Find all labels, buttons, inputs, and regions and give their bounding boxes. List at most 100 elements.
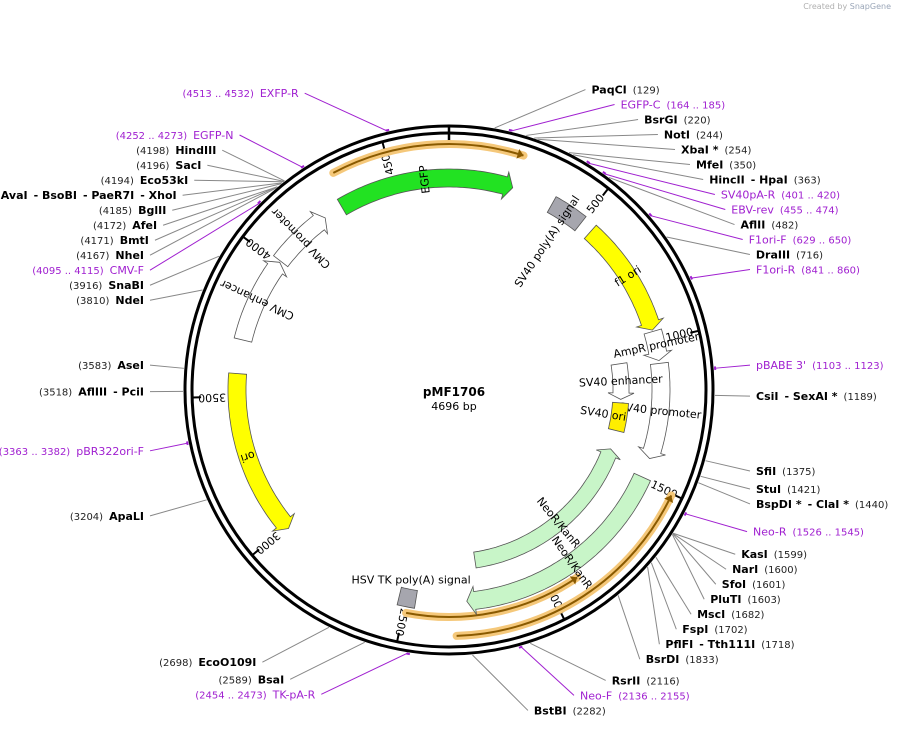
enzyme-name: - ClaI * — [808, 498, 850, 511]
enzyme-connector — [647, 566, 660, 645]
site-coordinate: (3583) — [78, 361, 111, 372]
plasmid-name: pMF1706 — [423, 385, 485, 399]
enzyme-label: (4196)SacI — [136, 159, 201, 172]
primer-label: (2454 .. 2473) TK-pA-R — [195, 688, 315, 701]
primer-mark — [406, 652, 410, 656]
site-coordinate: (2698) — [159, 658, 192, 669]
site-coordinate: (4185) — [99, 206, 132, 217]
primer-name: F1ori-R — [756, 264, 796, 277]
primer-name: TK-pA-R — [272, 688, 316, 701]
enzyme-connector — [149, 499, 207, 517]
enzyme-name: SfoI — [722, 578, 746, 591]
enzyme-label: StuI(1421) — [756, 483, 820, 496]
feature-sv40-enhancer: SV40 enhancer — [579, 362, 664, 400]
primer-connector — [684, 513, 748, 533]
feature-egfp: EGFP — [336, 164, 514, 216]
feature-shape — [466, 472, 652, 616]
tick-mark — [396, 632, 400, 641]
enzyme-name: NarI — [732, 563, 758, 576]
primer-mark — [602, 170, 607, 175]
site-coordinate: (4196) — [136, 161, 169, 172]
enzyme-name: RsrII — [612, 674, 641, 687]
feature-shape — [642, 328, 673, 362]
feature-shape — [637, 361, 671, 459]
enzyme-connector — [569, 152, 691, 166]
primer-connector — [520, 645, 575, 696]
enzyme-name: - XhoI — [140, 189, 176, 202]
feature-hsv-tk-poly-a-signal: HSV TK poly(A) signal — [352, 573, 471, 609]
enzyme-label: (4172)AfeI — [93, 219, 157, 232]
feature-shape — [473, 448, 621, 569]
site-coordinate: (2136 .. 2155) — [618, 691, 690, 702]
feature-shape — [233, 260, 288, 343]
tick-label: 3500 — [198, 391, 226, 405]
primer-connector — [304, 92, 388, 132]
enzyme-label: (3810)NdeI — [76, 294, 144, 307]
tick-mark — [252, 548, 260, 556]
site-coordinate: (1526 .. 1545) — [793, 528, 865, 539]
primer-name: CMV-F — [110, 264, 144, 277]
feature-shape — [607, 401, 629, 433]
primer-connector — [321, 652, 409, 695]
primer-marks — [186, 128, 717, 656]
primer-mark — [586, 160, 591, 164]
site-coordinate: (363) — [794, 176, 821, 187]
enzyme-name: HincII — [709, 174, 745, 187]
site-coordinate: (4167) — [76, 251, 109, 262]
enzyme-connector — [573, 154, 704, 181]
site-coordinate: (254) — [724, 146, 751, 157]
enzyme-connector — [149, 289, 203, 301]
primer-connector — [649, 214, 743, 241]
enzyme-name: BsaI — [258, 673, 284, 686]
enzyme-name: PflFI — [665, 638, 693, 651]
enzyme-connector — [672, 532, 736, 555]
primer-label: EGFP-C(164 .. 185) — [621, 99, 726, 112]
enzyme-name: FspI — [682, 623, 708, 636]
enzyme-connector — [672, 533, 717, 585]
enzyme-name: SnaBI — [108, 279, 144, 292]
enzyme-label: (3518)AflIII- PciI — [39, 386, 144, 399]
enzyme-label: BsrDI(1833) — [646, 653, 719, 666]
tick-mark — [242, 236, 251, 243]
primer-label: (4513 .. 4532)EXFP-R — [182, 87, 299, 100]
primer-connector — [714, 364, 751, 369]
enzyme-connector — [182, 182, 283, 196]
enzyme-label: (2698)EcoO109I — [159, 656, 256, 669]
enzyme-connector — [289, 641, 365, 680]
site-coordinate: (1189) — [844, 392, 877, 403]
enzyme-label: (3916) SnaBI — [69, 279, 144, 292]
enzyme-name: - Tth111I — [699, 638, 755, 651]
enzyme-label: (4194)Eco53kI — [101, 174, 189, 187]
site-coordinate: (2454 .. 2473) — [195, 690, 267, 701]
enzyme-name: KasI — [741, 548, 768, 561]
tick-label: 1500 — [649, 478, 680, 502]
site-coordinate: (4198) — [136, 146, 169, 157]
enzyme-connector — [698, 482, 751, 505]
site-coordinate: (3916) — [69, 281, 102, 292]
enzyme-name: HindIII — [175, 144, 216, 157]
enzyme-name: CsiI — [756, 390, 778, 403]
site-coordinate: (1600) — [764, 565, 797, 576]
enzyme-name: BsrDI — [646, 653, 680, 666]
feature-label: SV40 enhancer — [579, 373, 664, 390]
enzyme-name: BmtI — [120, 234, 149, 247]
orf-arc — [405, 576, 578, 618]
enzyme-connector — [534, 134, 658, 139]
site-coordinate: (1603) — [747, 595, 780, 606]
enzyme-label: BspDI *- ClaI *(1440) — [756, 498, 888, 511]
enzyme-label: (3204)ApaLI — [70, 510, 144, 523]
enzyme-name: MscI — [697, 608, 725, 621]
enzyme-label: (4198) HindIII — [136, 144, 216, 157]
feature-shape — [583, 224, 665, 331]
enzyme-name: BstBI — [534, 704, 567, 717]
enzyme-connector — [650, 562, 677, 630]
site-coordinate: (1440) — [855, 500, 888, 511]
site-coordinate: (1702) — [714, 625, 747, 636]
enzyme-label: (4189)AvaI- BsoBI- PaeR7I- XhoI — [0, 189, 177, 202]
primer-name: pBABE 3' — [756, 359, 806, 372]
enzyme-connector — [149, 255, 220, 286]
enzyme-name: AflII — [741, 219, 766, 232]
primer-name: EXFP-R — [260, 87, 299, 100]
enzyme-label: NarI (1600) — [732, 563, 798, 576]
